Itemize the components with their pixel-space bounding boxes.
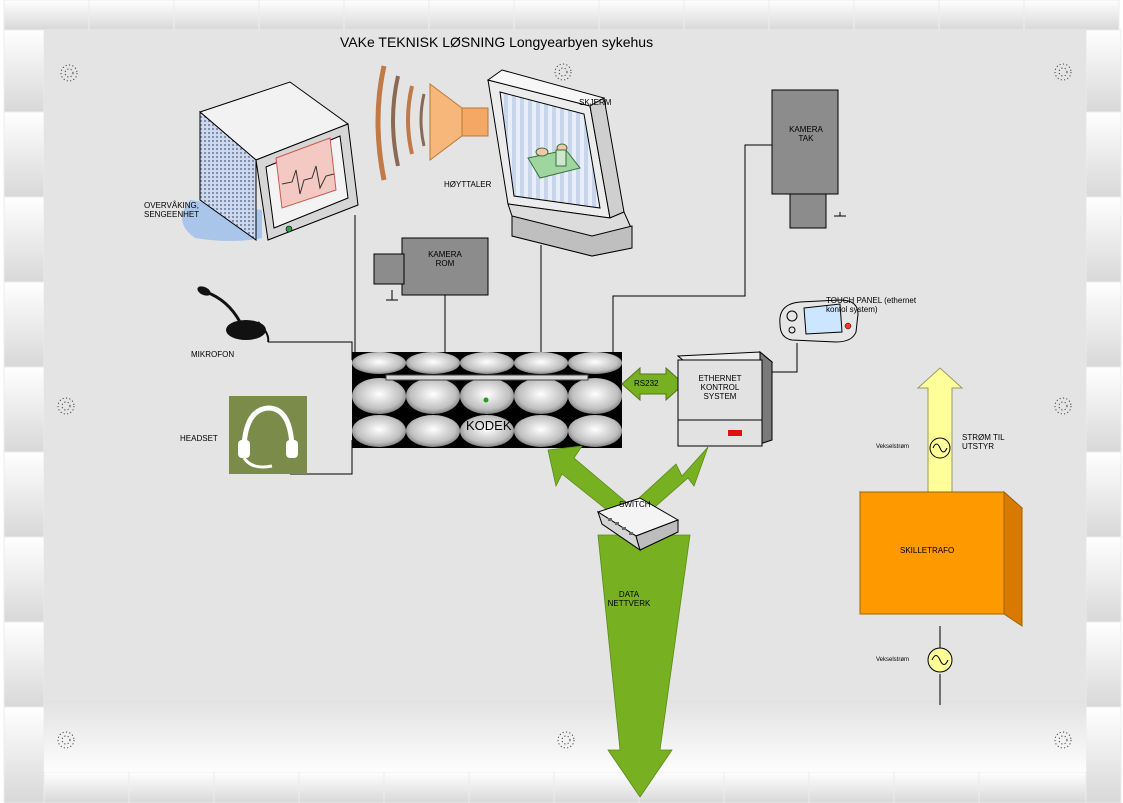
label-kodek: KODEK <box>466 418 512 433</box>
power-section <box>858 367 1024 705</box>
label-overvaking: OVERVÅKING, SENGEENHET <box>144 201 200 220</box>
decorative-dots <box>57 63 1072 749</box>
kodek-unit <box>352 352 622 448</box>
label-kamera-rom: KAMERA ROM <box>428 250 462 269</box>
connection-wires <box>268 144 798 475</box>
touch-panel-icon <box>779 299 859 343</box>
label-skjerm: SKJERM <box>579 98 612 107</box>
microphone-icon <box>197 286 270 343</box>
label-vekselstrom-bottom: Vekselstrøm <box>876 657 910 663</box>
ac-source-icon-top <box>929 437 951 459</box>
headset-icon <box>229 396 307 474</box>
ac-source-icon-bottom <box>927 647 953 673</box>
label-touch-panel: TOUCH PANEL (ethernet kontol system) <box>826 296 917 315</box>
label-hoyttaler: HØYTTALER <box>444 180 492 189</box>
label-kamera-tak: KAMERA TAK <box>789 125 823 144</box>
label-strom-til-utstyr: STRØM TIL UTSTYR <box>962 433 1005 452</box>
label-ethernet-kontrol: ETHERNET KONTROL SYSTEM <box>698 374 742 402</box>
ethernet-control-unit <box>676 350 774 447</box>
camera-icon-rom <box>373 237 489 301</box>
label-skilletrafo: SKILLETRAFO <box>900 546 955 555</box>
camera-icon-tak <box>771 89 846 229</box>
page-title: VAKe TEKNISK LØSNING Longyearbyen sykehu… <box>340 34 654 50</box>
monitor-icon <box>182 81 359 241</box>
label-mikrofon: MIKROFON <box>191 350 235 359</box>
screen-icon <box>486 69 633 257</box>
label-rs232: RS232 <box>634 379 659 388</box>
label-vekselstrom-top: Vekselstrøm <box>876 444 910 450</box>
switch-icon <box>596 497 680 552</box>
label-data-nettverk: DATA NETTVERK <box>607 590 651 609</box>
label-switch: SWITCH <box>619 500 651 509</box>
speaker-icon <box>375 65 489 181</box>
label-headset: HEADSET <box>180 434 218 443</box>
